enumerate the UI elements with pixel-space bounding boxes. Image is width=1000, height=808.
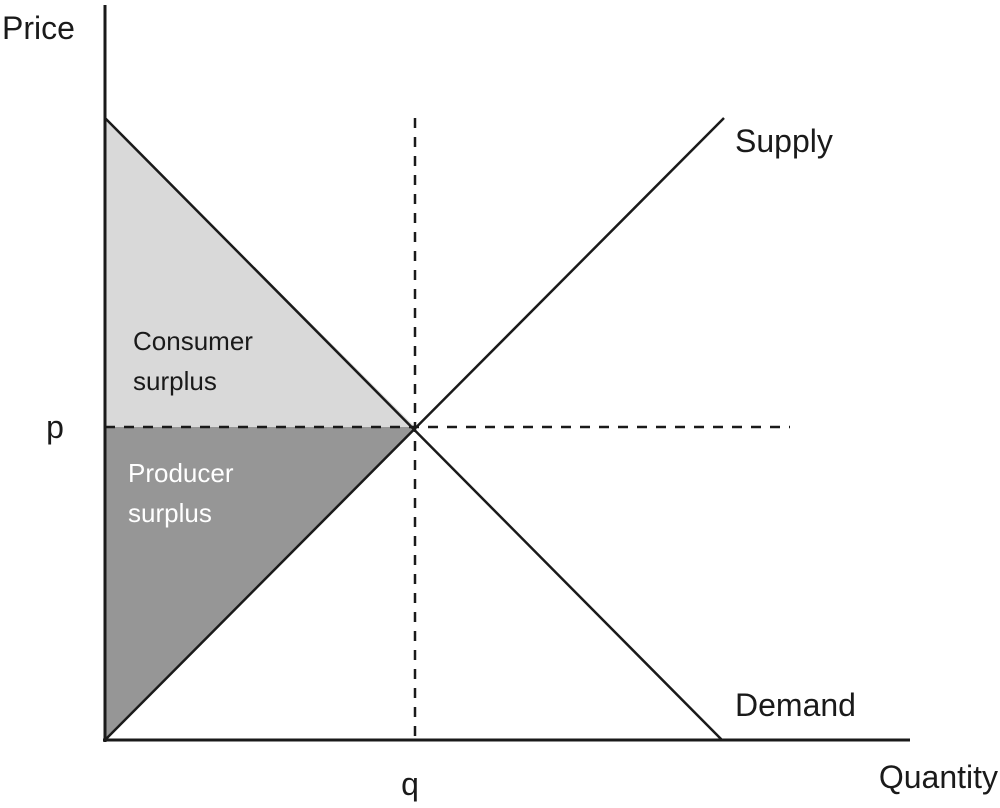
- producer-surplus-label-line1: Producer: [128, 458, 234, 488]
- consumer-surplus-label-line1: Consumer: [133, 326, 253, 356]
- y-axis-title: Price: [2, 10, 75, 46]
- quantity-tick-label: q: [401, 766, 419, 802]
- demand-curve: [104, 117, 723, 741]
- demand-label: Demand: [735, 687, 856, 723]
- supply-label: Supply: [735, 123, 833, 159]
- consumer-surplus-label-line2: surplus: [133, 366, 217, 396]
- x-axis-title: Quantity: [879, 759, 998, 795]
- producer-surplus-label-line2: surplus: [128, 498, 212, 528]
- price-tick-label: p: [46, 409, 64, 445]
